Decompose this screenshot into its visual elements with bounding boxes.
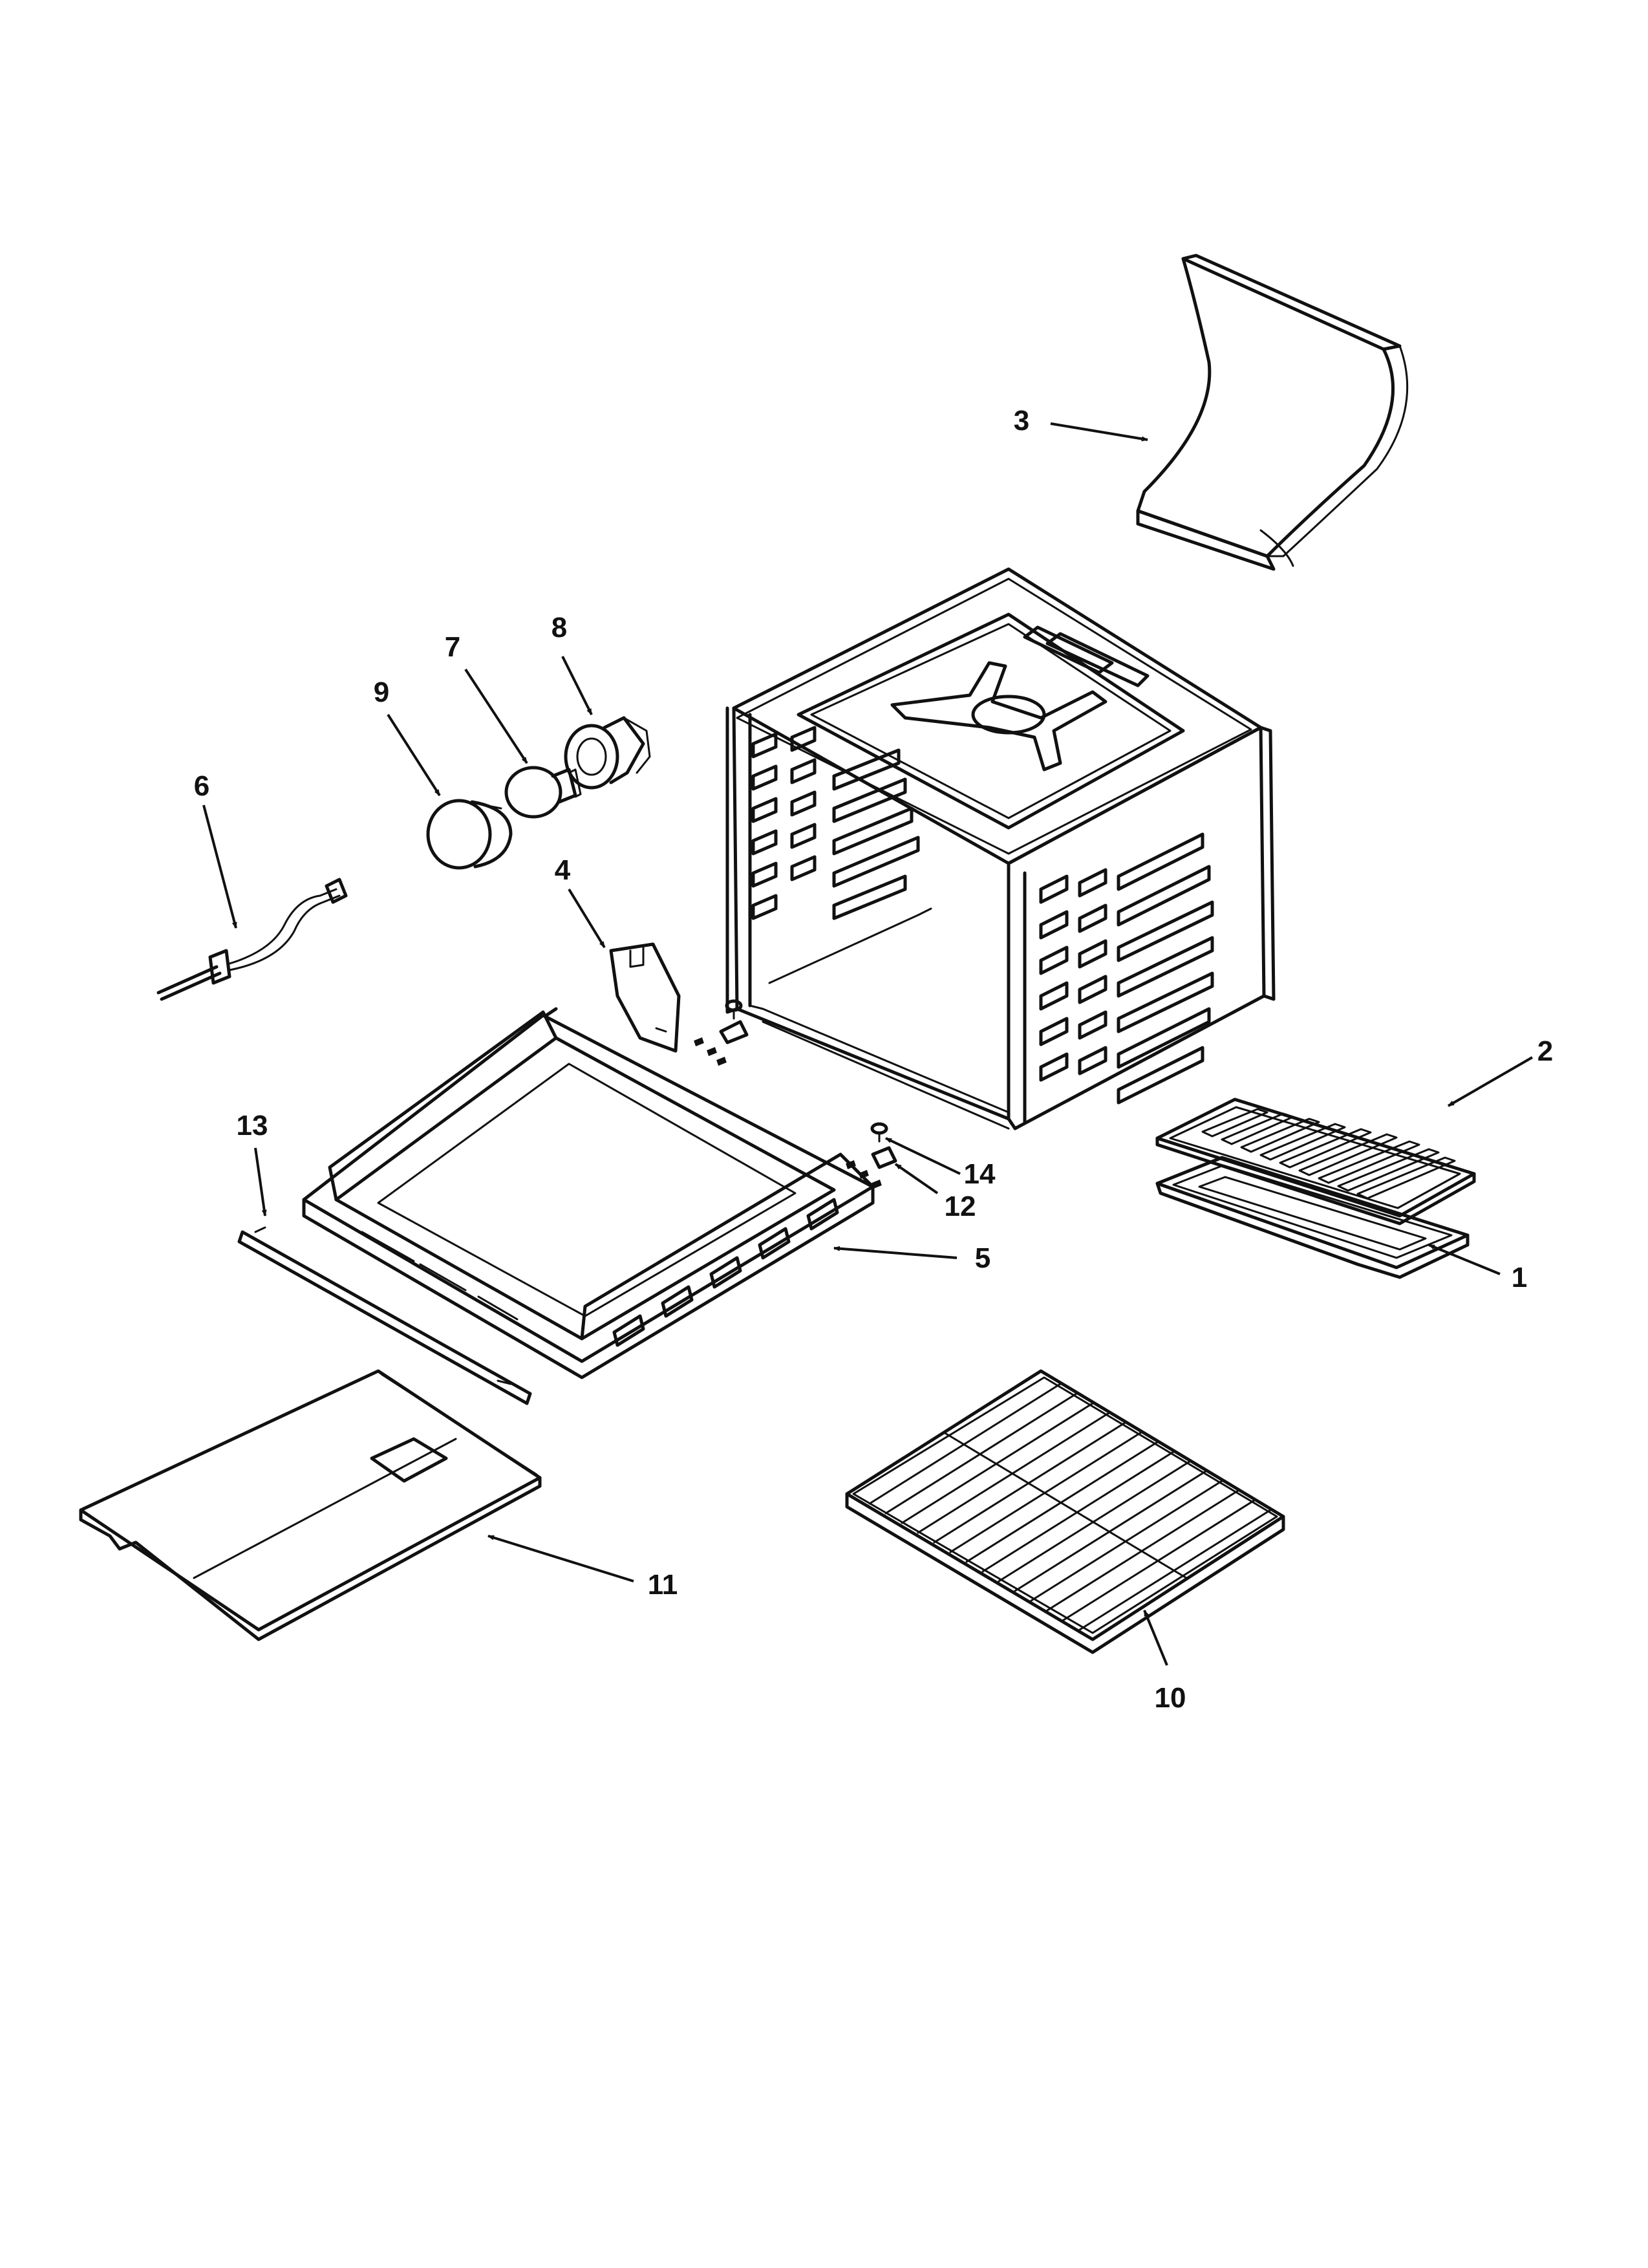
leader-9 [387,713,441,797]
leader-1 [1428,1244,1501,1275]
label-part-8: 8 [551,612,567,643]
part-9-light-lens [426,799,513,870]
part-4-bracket-plate [609,942,681,1053]
leader-13 [254,1147,267,1216]
leader-4 [568,888,606,949]
leader-6 [202,805,237,929]
part-8-light-socket [564,716,651,790]
hardware-left-cluster [694,999,749,1066]
label-part-1: 1 [1512,1262,1527,1293]
part-number-labels: 3 8 7 9 6 4 2 14 12 5 1 13 11 10 [194,405,1553,1714]
left-wall-vents [751,726,920,920]
part-2-broiler-grid [1155,1097,1476,1226]
part-13-trim-strip [237,1226,532,1405]
leader-12 [894,1163,939,1194]
part-6-sensor-probe [156,878,348,1001]
leader-8 [561,656,593,715]
label-part-6: 6 [194,770,209,802]
right-wall-vents [1039,832,1214,1105]
label-part-4: 4 [555,854,571,886]
leader-arrows [202,422,1533,1666]
leader-10 [1143,1610,1168,1666]
oven-cavity [725,567,1276,1130]
leader-11 [487,1535,634,1582]
part-10-oven-rack [845,1369,1285,1654]
leader-7 [464,668,528,764]
leader-5 [833,1246,958,1259]
hardware-right-cluster [846,1122,897,1189]
leader-3 [1050,422,1148,442]
leader-2 [1448,1056,1533,1107]
label-part-13: 13 [237,1110,268,1141]
label-part-14: 14 [964,1158,996,1190]
part-5-oven-bottom [302,1007,875,1379]
leader-14 [885,1137,961,1175]
part-3-heat-shield [1136,254,1409,571]
label-part-3: 3 [1014,405,1029,437]
oven-rack-wires [868,1383,1272,1631]
broiler-grid-slots [1201,1108,1456,1200]
label-part-9: 9 [374,676,389,708]
label-part-2: 2 [1537,1035,1553,1067]
label-part-10: 10 [1155,1682,1186,1714]
part-1-broiler-pan [1155,1156,1470,1279]
part-11-drawer-panel [79,1369,542,1641]
label-part-7: 7 [445,631,460,663]
oven-bottom-vents [361,1198,839,1347]
label-part-12: 12 [945,1191,976,1222]
label-part-5: 5 [975,1242,990,1274]
label-part-11: 11 [648,1569,678,1601]
